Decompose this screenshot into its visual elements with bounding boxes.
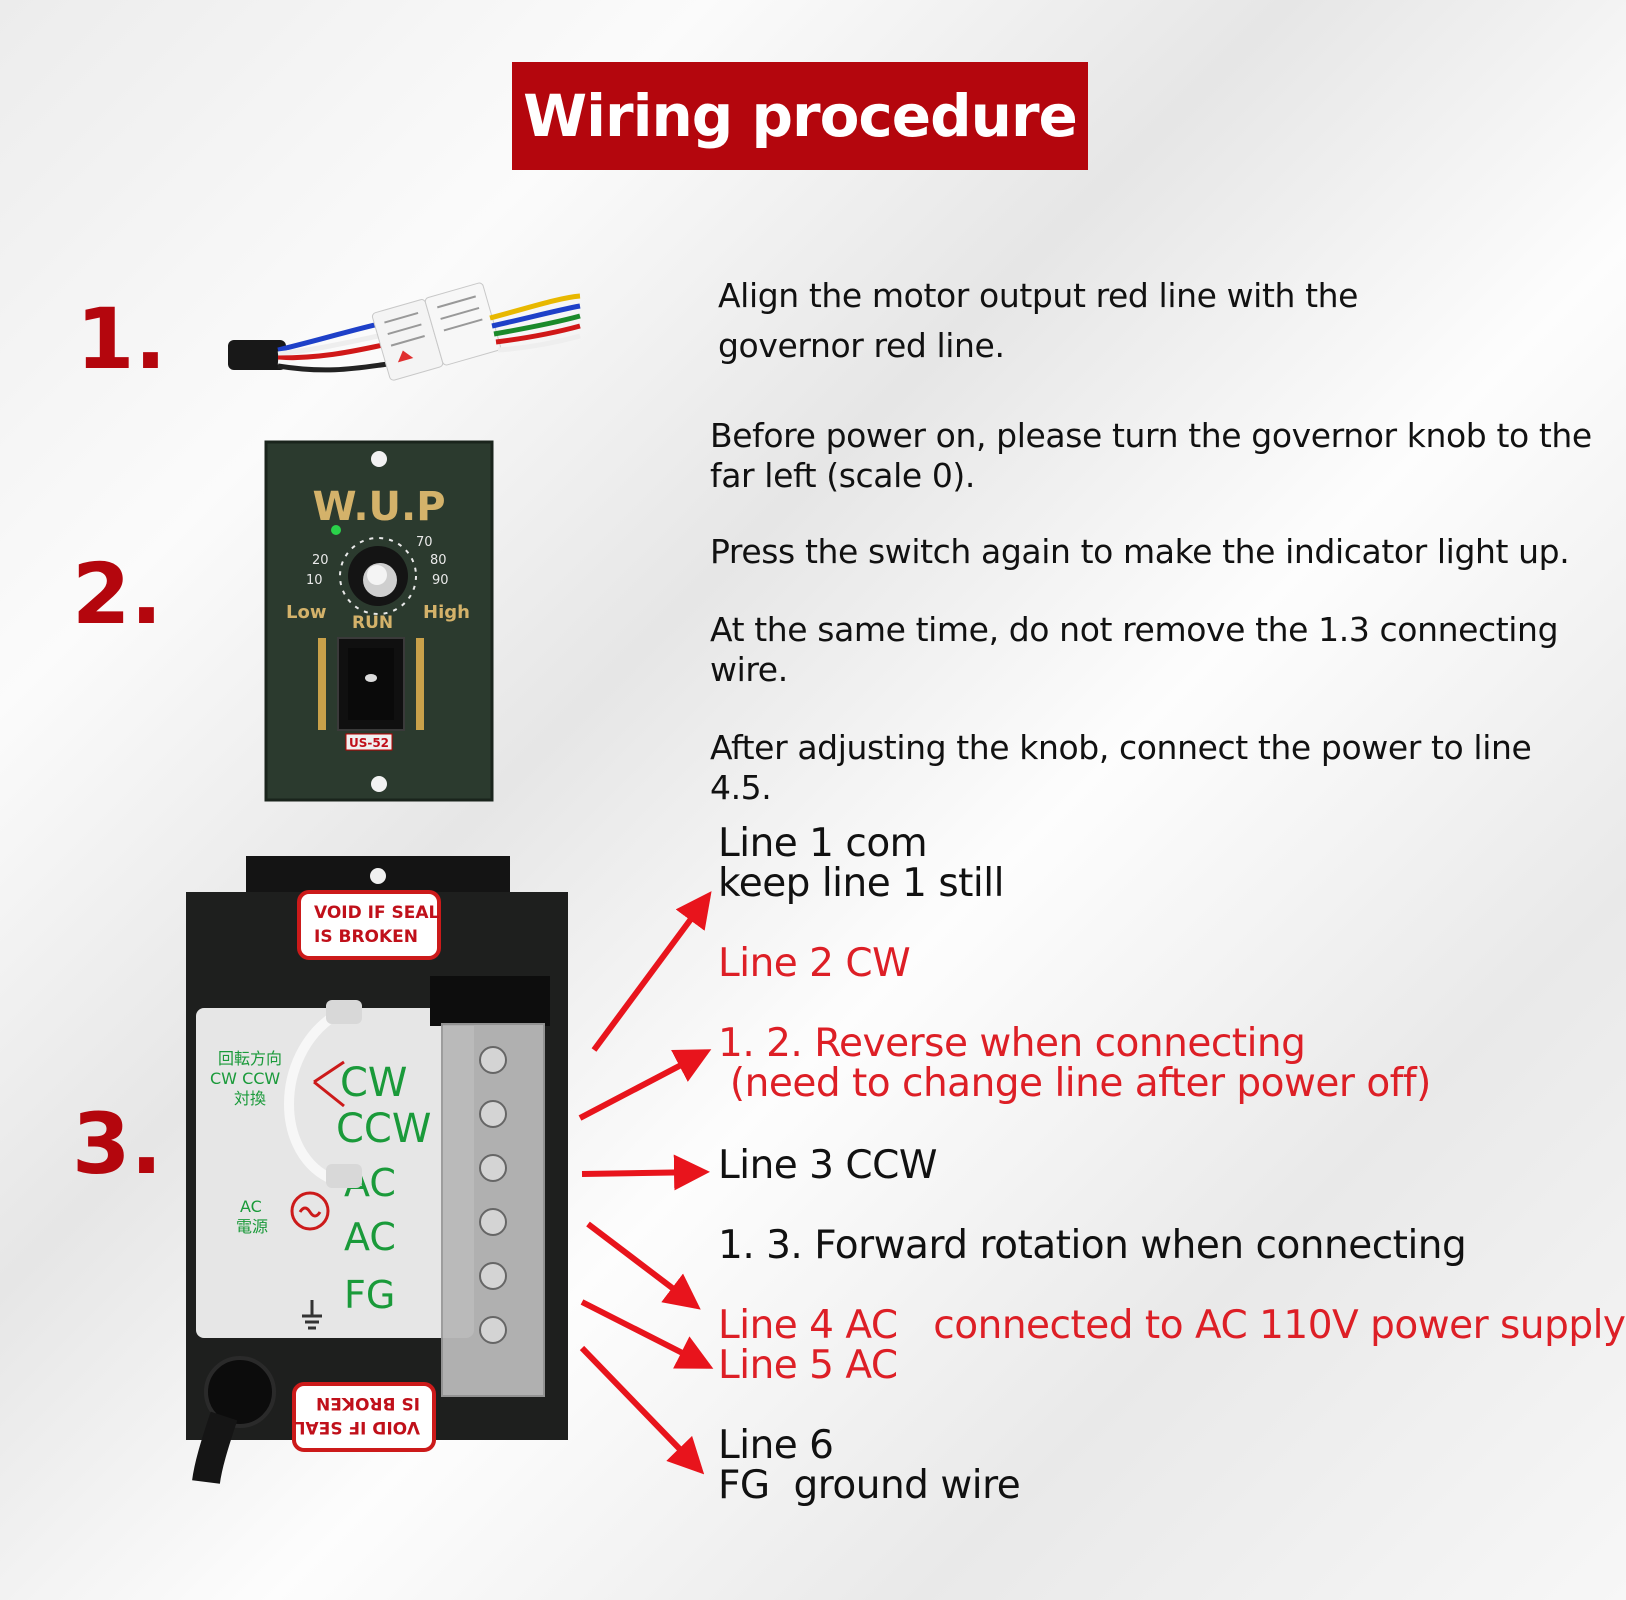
arrow-line4 <box>586 1221 701 1310</box>
ac-cn-2: 電源 <box>236 1217 268 1236</box>
instruction-do-not-remove-line2: wire. <box>710 650 788 689</box>
scale-80: 80 <box>430 553 447 568</box>
instruction-knob-line2: far left (scale 0). <box>710 456 975 495</box>
arrow-line2 <box>578 1049 712 1121</box>
line5-label: Line 5 AC <box>718 1343 898 1388</box>
line1-label: Line 1 com <box>718 821 928 866</box>
motor-connector-image <box>228 282 581 381</box>
low-label: Low <box>286 602 326 623</box>
direction-cn-1: 回転方向 <box>218 1049 282 1068</box>
title-banner: Wiring procedure <box>512 62 1088 170</box>
ac-cn-1: AC <box>240 1197 262 1216</box>
direction-cn-2: CW CCW <box>210 1069 280 1088</box>
reverse-note-line1: 1. 2. Reverse when connecting <box>718 1021 1306 1066</box>
page-title: Wiring procedure <box>523 82 1078 150</box>
line1-note: keep line 1 still <box>718 861 1004 906</box>
reverse-note-line2: (need to change line after power off) <box>718 1061 1431 1106</box>
line4-label: Line 4 AC connected to AC 110V power sup… <box>718 1303 1626 1348</box>
instruction-align-line2: governor red line. <box>718 326 1005 365</box>
seal-top-line2: IS BROKEN <box>314 927 418 947</box>
instruction-connect-power: After adjusting the knob, connect the po… <box>710 728 1532 807</box>
arrow-line1 <box>591 891 712 1052</box>
seal-top-line1: VOID IF SEAL <box>314 903 440 923</box>
seal-bottom-line1: VOID IF SEAL <box>294 1417 420 1437</box>
scale-70: 70 <box>416 535 433 550</box>
direction-cn-3: 対換 <box>234 1089 266 1108</box>
seal-bottom-line2: IS BROKEN <box>316 1393 420 1413</box>
label-ac-2: AC <box>344 1215 396 1259</box>
governor-model: US-52 <box>349 736 389 750</box>
arrow-line3 <box>581 1154 710 1191</box>
forward-note: 1. 3. Forward rotation when connecting <box>718 1223 1467 1268</box>
scale-90: 90 <box>432 573 449 588</box>
line6-note: FG ground wire <box>718 1463 1021 1508</box>
arrow-line6 <box>579 1345 705 1475</box>
step-number-2: 2. <box>72 545 163 643</box>
terminal-block-image: VOID IF SEAL IS BROKEN 回転方向 CW CCW 対換 CW… <box>186 856 568 1485</box>
label-ccw: CCW <box>336 1106 431 1152</box>
step-number-1: 1. <box>76 290 167 388</box>
line6-label: Line 6 <box>718 1423 834 1468</box>
instruction-align-line1: Align the motor output red line with the <box>718 276 1359 315</box>
governor-brand: W.U.P <box>312 484 445 530</box>
arrow-line5 <box>580 1299 714 1369</box>
run-label: RUN <box>352 613 393 633</box>
label-fg: FG <box>344 1273 395 1317</box>
high-label: High <box>423 602 470 623</box>
instruction-do-not-remove-line1: At the same time, do not remove the 1.3 … <box>710 610 1559 649</box>
instruction-press-switch: Press the switch again to make the indic… <box>710 532 1570 571</box>
label-cw: CW <box>340 1060 407 1106</box>
instruction-knob-line1: Before power on, please turn the governo… <box>710 416 1592 455</box>
governor-image: W.U.P 20 10 70 80 90 Low High RUN US-52 <box>264 440 494 802</box>
line3-label: Line 3 CCW <box>718 1143 937 1188</box>
step-number-3: 3. <box>72 1095 163 1193</box>
line2-label: Line 2 CW <box>718 941 911 986</box>
scale-10: 10 <box>306 573 323 588</box>
scale-20: 20 <box>312 553 329 568</box>
